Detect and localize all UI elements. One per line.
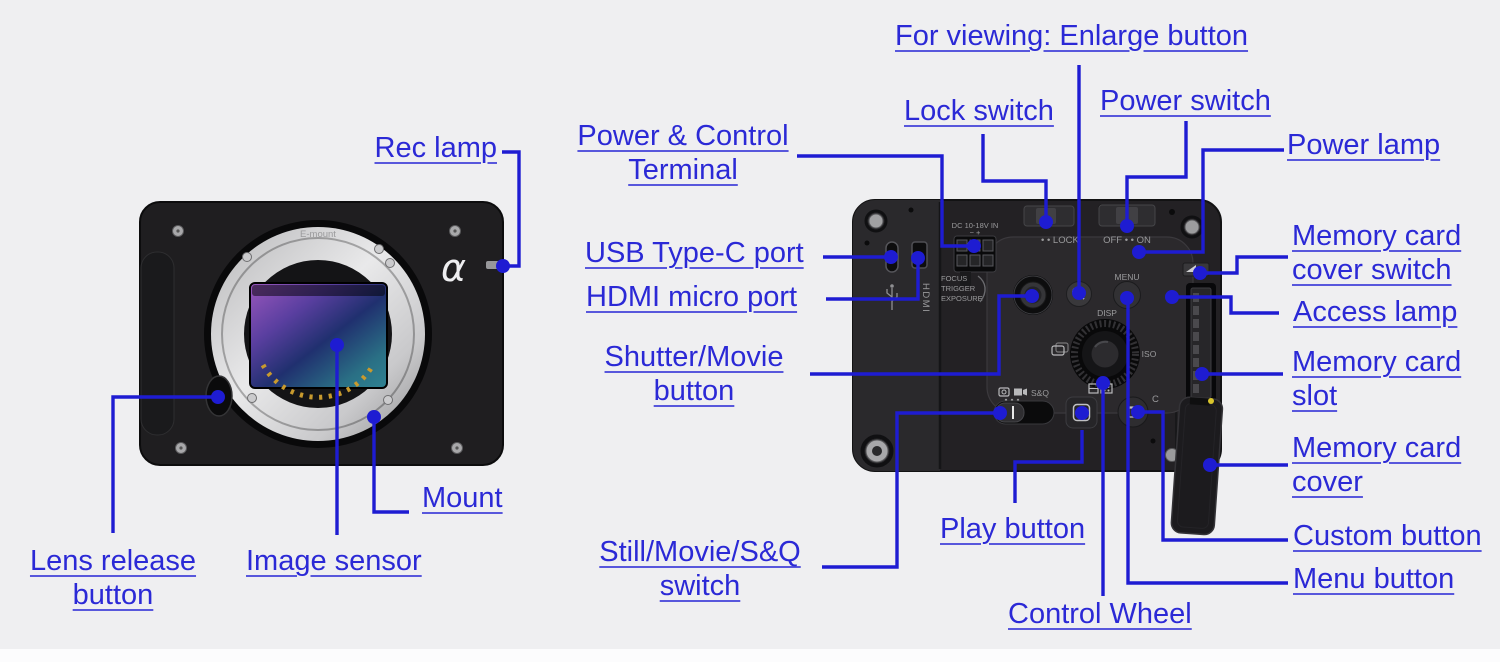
control-wheel-graphic: DISP ISO	[1051, 308, 1157, 394]
label-memory-card-cover-switch[interactable]: Memory card cover switch	[1292, 220, 1462, 286]
svg-text:TRIGGER: TRIGGER	[941, 284, 976, 293]
cover-yellow-mark	[1208, 398, 1214, 404]
label-still-movie-sq-switch[interactable]: Still/Movie/S&Q switch	[599, 536, 801, 602]
front-grip-ridge	[140, 251, 175, 436]
svg-text:DISP: DISP	[1097, 308, 1117, 318]
alpha-logo: α	[441, 246, 466, 290]
mount-ring-screws	[242, 244, 395, 405]
svg-text:OFF • • ON: OFF • • ON	[1103, 235, 1151, 246]
label-power-lamp[interactable]: Power lamp	[1287, 129, 1441, 161]
label-for-viewing-enlarge-button[interactable]: For viewing: Enlarge button	[895, 20, 1249, 52]
mount-ring-text: E-mount	[300, 229, 336, 240]
label-rec-lamp[interactable]: Rec lamp	[374, 132, 498, 164]
svg-text:• • LOCK: • • LOCK	[1041, 235, 1079, 246]
svg-text:EXPOSURE: EXPOSURE	[941, 294, 983, 303]
back-camera-illustration: • • LOCK OFF • • ON	[852, 199, 1224, 536]
label-memory-card-cover[interactable]: Memory card cover	[1292, 432, 1462, 498]
leader-lens-release	[111, 390, 225, 533]
memory-card-slot-graphic	[1186, 283, 1216, 403]
leader-card-slot	[1195, 367, 1283, 381]
leader-lines	[111, 65, 1288, 596]
svg-text:HDMI: HDMI	[920, 283, 931, 313]
leader-card-cover-switch	[1193, 255, 1288, 280]
leader-power-control-terminal	[797, 154, 981, 253]
image-sensor-graphic	[249, 282, 388, 389]
bottom-strip	[0, 649, 1500, 662]
label-power-control-terminal[interactable]: Power & Control Terminal	[577, 120, 789, 186]
leader-enlarge	[1072, 65, 1086, 300]
svg-text:MENU: MENU	[1114, 272, 1139, 282]
svg-text:− +: − +	[970, 228, 981, 237]
leader-control-wheel	[1096, 376, 1110, 596]
leader-still-movie-sq	[822, 406, 1007, 569]
label-usb-type-c-port[interactable]: USB Type-C port	[585, 237, 804, 269]
leader-play-button	[1013, 406, 1089, 503]
leader-menu-button	[1120, 291, 1288, 585]
label-mount[interactable]: Mount	[422, 482, 503, 514]
leader-image-sensor	[330, 338, 344, 535]
svg-text:DC 10-18V IN: DC 10-18V IN	[952, 221, 999, 230]
leader-mount	[367, 410, 409, 514]
label-play-button[interactable]: Play button	[940, 513, 1086, 545]
label-memory-card-slot[interactable]: Memory card slot	[1292, 346, 1462, 412]
leader-power-lamp	[1132, 148, 1284, 259]
label-lock-switch[interactable]: Lock switch	[904, 95, 1054, 127]
leader-lock-switch	[981, 134, 1053, 229]
leader-access-lamp	[1165, 290, 1279, 315]
label-menu-button[interactable]: Menu button	[1293, 563, 1455, 595]
label-power-switch[interactable]: Power switch	[1100, 85, 1271, 117]
leader-hdmi-micro	[826, 251, 925, 301]
label-image-sensor[interactable]: Image sensor	[246, 545, 422, 577]
rec-lamp-graphic	[486, 261, 499, 269]
memory-card-cover-graphic	[1170, 396, 1224, 536]
svg-text:FOCUS: FOCUS	[941, 274, 967, 283]
label-lens-release-button[interactable]: Lens release button	[29, 545, 197, 611]
front-corner-screws	[172, 225, 463, 454]
front-camera-illustration: E-mount α	[139, 201, 504, 466]
label-custom-button[interactable]: Custom button	[1293, 520, 1482, 552]
label-access-lamp[interactable]: Access lamp	[1293, 296, 1458, 328]
label-control-wheel[interactable]: Control Wheel	[1008, 598, 1192, 630]
leader-usb-type-c	[823, 250, 898, 264]
leader-power-switch	[1120, 121, 1188, 233]
leader-rec-lamp	[496, 150, 521, 273]
svg-text:S&Q: S&Q	[1031, 388, 1049, 398]
leader-card-cover	[1203, 458, 1288, 472]
label-hdmi-micro-port[interactable]: HDMI micro port	[586, 281, 798, 313]
leader-shutter-movie	[810, 289, 1039, 376]
svg-text:ISO: ISO	[1142, 349, 1157, 359]
label-shutter-movie-button[interactable]: Shutter/Movie button	[604, 341, 784, 407]
svg-text:C: C	[1152, 394, 1159, 405]
leader-custom-button	[1131, 405, 1288, 542]
